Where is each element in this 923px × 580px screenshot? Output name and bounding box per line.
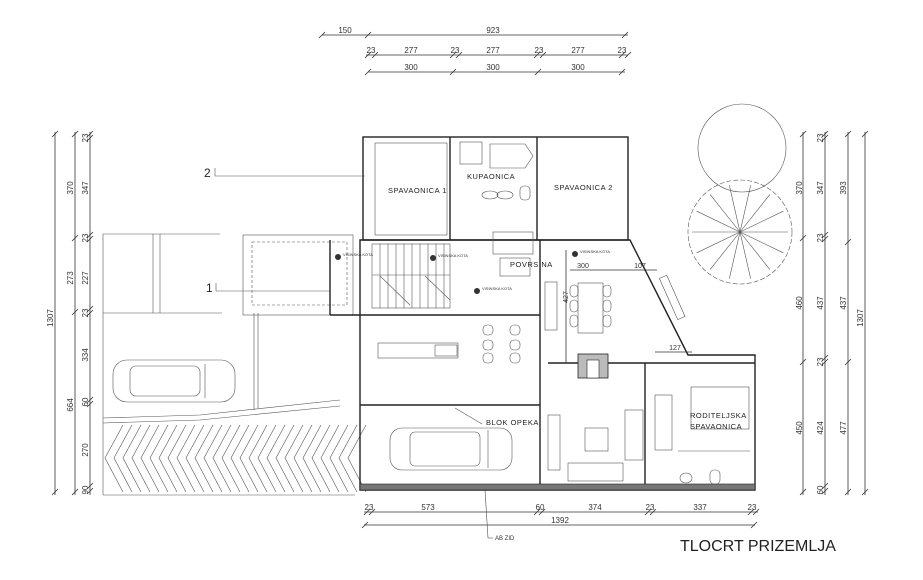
garage-car	[389, 427, 513, 471]
dim-label: 370	[795, 181, 804, 195]
dim-label: 23	[618, 46, 627, 55]
ab-zid-label: AB ZID	[495, 536, 515, 542]
bottom-dimensions: 23 573 60 374 23 337 23 1392 AB ZID	[361, 489, 760, 542]
dim-label: 664	[66, 398, 75, 412]
dim-label: 23	[81, 308, 90, 317]
dim-label: 23	[81, 133, 90, 142]
dim-label: 347	[816, 181, 825, 195]
dim-label: 300	[571, 63, 585, 72]
section-marker-1: 1	[206, 281, 213, 295]
drawing-title: TLOCRT PRIZEMLJA	[680, 538, 836, 555]
dim-label: 337	[693, 503, 707, 512]
dim-label: 60	[81, 397, 90, 406]
dim-label: 573	[421, 503, 435, 512]
dim-label: 90	[81, 485, 90, 494]
room-label-bedroom1: SPAVAONICA 1	[388, 186, 447, 195]
dim-label: 277	[571, 46, 585, 55]
dim-label: 370	[66, 181, 75, 195]
level-mark-label: VISINSKA KOTA	[343, 252, 373, 257]
dim-label: 923	[486, 26, 500, 35]
dim-label: 270	[81, 443, 90, 457]
dim-label: 427	[563, 291, 570, 303]
dim-label: 1392	[551, 516, 569, 525]
room-label-area: POVRSINA	[510, 260, 553, 269]
site	[102, 233, 367, 496]
building	[242, 103, 793, 491]
dim-label: 23	[367, 46, 376, 55]
section-markers: 2 1	[204, 166, 365, 295]
foundation-wall	[359, 483, 756, 491]
section-marker-2: 2	[204, 166, 211, 180]
dim-label: 107	[634, 263, 646, 270]
dim-label: 127	[669, 345, 681, 352]
dim-label: 277	[404, 46, 418, 55]
interior-dimensions: 300 107 427 127	[563, 250, 692, 363]
room-label-bedroom2: SPAVAONICA 2	[554, 183, 613, 192]
dim-label: 300	[486, 63, 500, 72]
room-label-master-1: RODITELJSKA	[690, 411, 747, 420]
tree	[687, 103, 793, 285]
dim-label: 23	[451, 46, 460, 55]
dim-label: 1307	[856, 309, 865, 327]
dim-label: 227	[81, 271, 90, 285]
parked-car	[112, 359, 236, 403]
dim-label: 1307	[46, 309, 55, 327]
right-dimensions: 370 460 450 23 347 23 437 23 424 60 393 …	[795, 130, 869, 496]
dim-label: 424	[816, 421, 825, 435]
top-dimensions: 150 923 23 277 23 277 23 277 23 300 300 …	[318, 26, 632, 76]
dim-label: 150	[338, 26, 352, 35]
dim-label: 60	[816, 485, 825, 494]
dim-label: 23	[816, 233, 825, 242]
dim-label: 347	[81, 181, 90, 195]
dim-label: 437	[816, 296, 825, 310]
level-mark-label: VISINSKA KOTA	[580, 249, 610, 254]
dim-label: 393	[839, 181, 848, 195]
dim-label: 437	[839, 296, 848, 310]
dim-label: 23	[535, 46, 544, 55]
block-brick-label: BLOK OPEKA	[486, 418, 539, 427]
dim-label: 334	[81, 348, 90, 362]
dim-label: 23	[365, 503, 374, 512]
level-mark-label: VISINSKA KOTA	[438, 253, 468, 258]
dim-label: 273	[66, 271, 75, 285]
dim-label: 23	[816, 133, 825, 142]
dim-label: 477	[839, 421, 848, 435]
left-dimensions: 1307 370 273 664 23 347 23 227 23 334 60…	[46, 130, 94, 496]
level-mark-label: VISINSKA KOTA	[482, 286, 512, 291]
room-label-bathroom: KUPAONICA	[467, 172, 515, 181]
hatched-area	[104, 424, 367, 493]
dim-label: 374	[588, 503, 602, 512]
room-label-master-2: SPAVAONICA	[690, 422, 742, 431]
dim-label: 23	[748, 503, 757, 512]
dim-label: 60	[536, 503, 545, 512]
dim-label: 300	[404, 63, 418, 72]
dim-label: 23	[816, 357, 825, 366]
dim-label: 450	[795, 421, 804, 435]
dim-label: 23	[81, 233, 90, 242]
level-marks: VISINSKA KOTA VISINSKA KOTA VISINSKA KOT…	[335, 249, 610, 294]
dim-label: 277	[486, 46, 500, 55]
dim-label: 23	[646, 503, 655, 512]
dim-label: 460	[795, 296, 804, 310]
dim-label: 300	[577, 263, 589, 270]
